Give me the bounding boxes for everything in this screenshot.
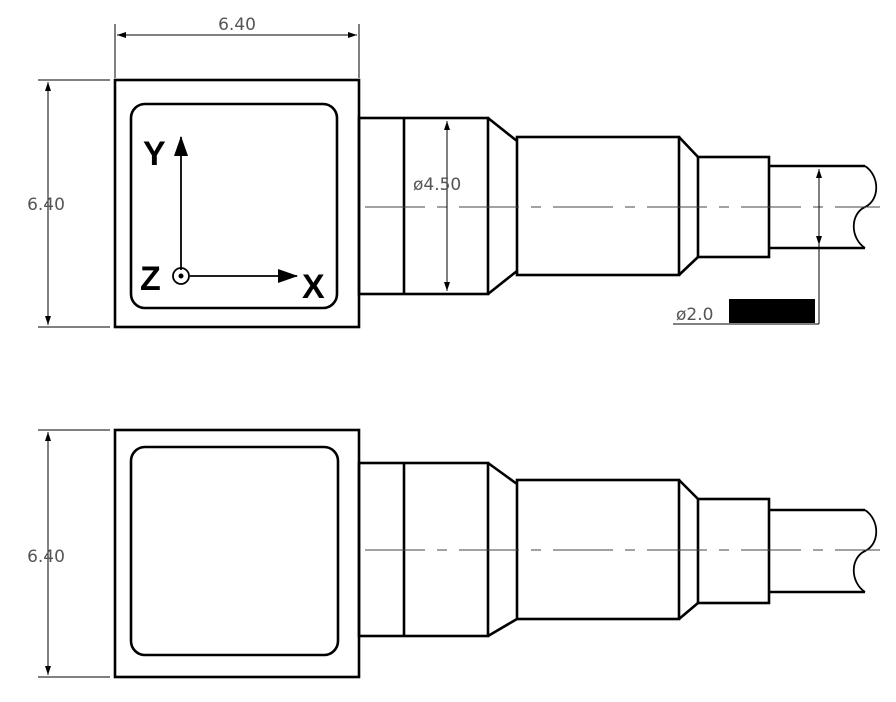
width-dim-label: 6.40 xyxy=(218,15,256,35)
axis-indicator: Y Z X xyxy=(140,135,325,306)
diameter-large-label: ø4.50 xyxy=(413,175,461,195)
width-dimension: 6.40 xyxy=(114,15,360,78)
diameter-20-dimension: ø2.0 xyxy=(673,169,822,325)
height-dim-label-side: 6.40 xyxy=(27,547,65,567)
sensor-face-inset xyxy=(129,102,339,310)
y-axis-label: Y xyxy=(143,135,166,173)
connector-profile xyxy=(357,116,878,296)
diameter-450-dimension: ø4.50 xyxy=(413,121,461,291)
diameter-cable-label: ø2.0 xyxy=(676,305,713,325)
redaction-bar xyxy=(729,299,815,323)
sensor-face-inset-side xyxy=(129,445,340,657)
top-view: 6.40 6.40 Y Z X xyxy=(27,15,880,329)
height-dim-label-top: 6.40 xyxy=(27,195,65,215)
connector-profile-side xyxy=(357,461,878,638)
height-dimension-top: 6.40 xyxy=(27,79,110,328)
x-axis-label: X xyxy=(302,268,325,306)
side-view: 6.40 xyxy=(27,428,880,679)
sensor-body-outline-side xyxy=(113,428,361,679)
height-dimension-side: 6.40 xyxy=(27,429,110,678)
z-axis-label: Z xyxy=(140,260,161,298)
